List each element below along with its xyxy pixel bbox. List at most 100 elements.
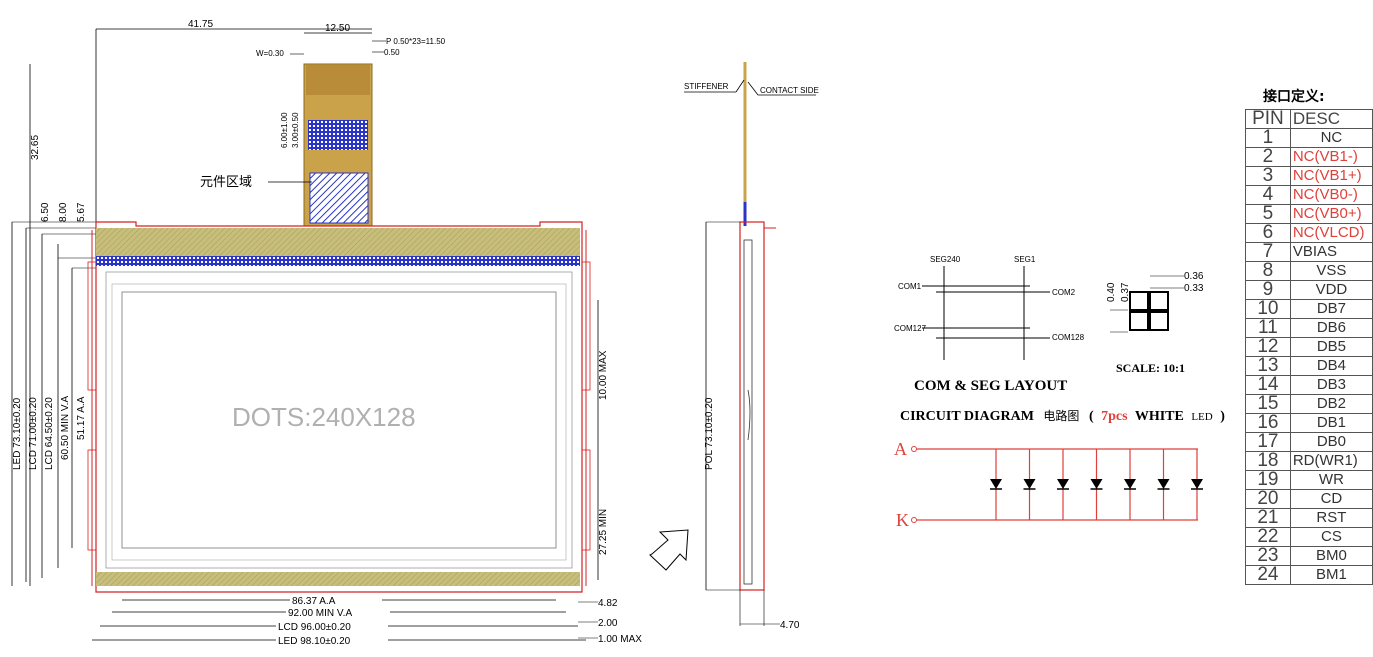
dim-040: 0.40: [1106, 282, 1117, 302]
dim-height-32: 32.65: [30, 135, 41, 160]
dim-200: 2.00: [598, 618, 618, 629]
pin-desc: RD(WR1): [1289, 451, 1373, 471]
pin-desc: BM1: [1289, 565, 1373, 585]
dim-lcd-width: LCD 96.00±0.20: [278, 622, 351, 633]
dim-lcd-height-2: LCD 64.50±0.20: [44, 397, 55, 470]
pin-number: 20: [1245, 489, 1291, 509]
seg1-label: SEG1: [1014, 255, 1036, 264]
com128-label: COM128: [1052, 333, 1085, 342]
dim-27-min: 27.25 MIN: [598, 509, 609, 555]
led-diode-icon: [1157, 449, 1170, 520]
dim-aa-width: 86.37 A.A: [292, 596, 336, 607]
interface-title: 接口定义:: [1263, 89, 1325, 105]
led-array: [990, 449, 1203, 520]
led-diode-icon: [1124, 449, 1136, 520]
led-outline: [95, 221, 583, 593]
pin-number: 19: [1245, 470, 1291, 490]
pin-desc: NC: [1289, 128, 1373, 148]
dim-tail-a: 6.00±1.00: [280, 112, 289, 148]
header-pin: PIN: [1245, 109, 1291, 129]
pin-number: 1: [1245, 128, 1291, 148]
led-diode-icon: [1090, 449, 1103, 520]
circuit-title-a: CIRCUIT DIAGRAM: [900, 409, 1034, 424]
dim-tail-width: 12.50: [325, 23, 350, 34]
pin-desc: NC(VB1+): [1289, 166, 1373, 186]
led-diode-icon: [1057, 449, 1069, 520]
circuit-title-b: 电路图: [1043, 408, 1079, 423]
pin-table-header: PIN DESC: [1245, 109, 1373, 129]
bottom-seal-stripe: [96, 572, 580, 586]
dim-lead-width: W=0.30: [256, 49, 284, 58]
led-diode-icon: [1191, 449, 1203, 520]
dim-100-max: 1.00 MAX: [598, 634, 642, 645]
com1-label: COM1: [898, 282, 922, 291]
dots-label: DOTS:240X128: [232, 402, 416, 432]
scale-label: SCALE: 10:1: [1116, 361, 1185, 375]
dim-pitch-gap: 0.50: [384, 48, 400, 57]
pin-number: 4: [1245, 185, 1291, 205]
pin-desc: NC(VLCD): [1289, 223, 1373, 243]
side-outline: [739, 221, 765, 591]
fpc-stiffener-mesh: [308, 120, 368, 150]
pin-number: 15: [1245, 394, 1291, 414]
pin-desc: NC(VB0+): [1289, 204, 1373, 224]
pin-number: 2: [1245, 147, 1291, 167]
dim-033: 0.33: [1184, 283, 1204, 294]
dim-650: 6.50: [40, 202, 51, 222]
pol-dim: POL 73.10±0.20: [704, 397, 715, 470]
anode-label: A: [894, 439, 907, 459]
dim-tail-b: 3.00±0.50: [291, 112, 300, 148]
pin-number: 22: [1245, 527, 1291, 547]
dim-lcd-height: LCD 71.00±0.20: [28, 397, 39, 470]
pin-desc: CD: [1289, 489, 1373, 509]
dim-482: 4.82: [598, 598, 618, 609]
dim-tail-offset: 41.75: [188, 19, 213, 30]
pin-number: 17: [1245, 432, 1291, 452]
led-diode-icon: [990, 449, 1002, 520]
top-seal-stripe: [96, 228, 580, 256]
pin-number: 7: [1245, 242, 1291, 262]
led-diode-icon: [1023, 449, 1036, 520]
front-view: 元件区域 41.75 12.50 P 0.50*23=11.50 0.50 W=…: [11, 19, 642, 647]
dim-037: 0.37: [1120, 282, 1131, 302]
pin-number: 21: [1245, 508, 1291, 528]
pin-number: 16: [1245, 413, 1291, 433]
pin-desc: VBIAS: [1289, 242, 1373, 262]
pin-number: 3: [1245, 166, 1291, 186]
pin-number: 13: [1245, 356, 1291, 376]
pin-desc: CS: [1289, 527, 1373, 547]
layout-title: COM & SEG LAYOUT: [914, 378, 1067, 394]
pin-desc: WR: [1289, 470, 1373, 490]
com2-label: COM2: [1052, 288, 1076, 297]
com127-label: COM127: [894, 324, 927, 333]
pin-desc: VDD: [1289, 280, 1373, 300]
dim-va-height: 60.50 MIN V.A: [60, 396, 71, 460]
pin-desc: BM0: [1289, 546, 1373, 566]
pin-desc: DB3: [1289, 375, 1373, 395]
pin-number: 5: [1245, 204, 1291, 224]
circuit-title: CIRCUIT DIAGRAM 电路图 ( 7pcs WHITE LED ): [900, 408, 1225, 424]
pin-desc: DB0: [1289, 432, 1373, 452]
dim-10-max: 10.00 MAX: [598, 350, 609, 400]
pin-desc: DB7: [1289, 299, 1373, 319]
pin-number: 23: [1245, 546, 1291, 566]
